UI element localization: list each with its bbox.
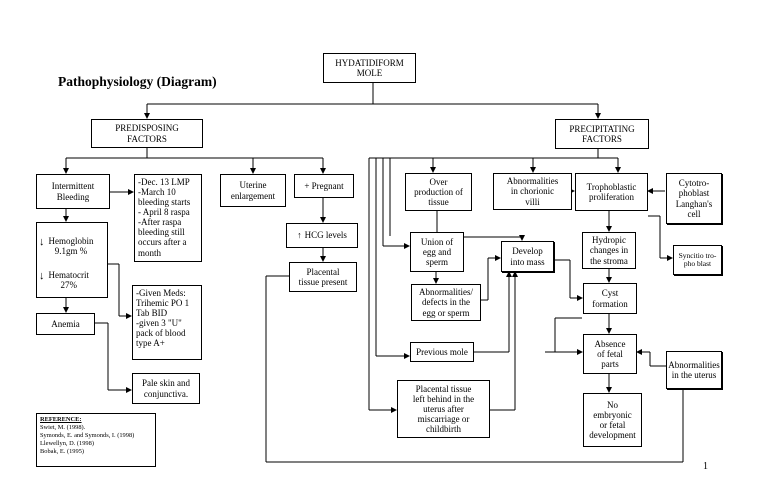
node-pale-skin: Pale skin and conjunctiva. (132, 373, 200, 404)
hemoglobin-label: Hemoglobin 9.1gm % (48, 236, 94, 257)
node-given-meds: -Given Meds: Trihemic PO 1 Tab BID -give… (132, 285, 202, 360)
hcg-levels-label: HCG levels (304, 230, 347, 241)
page-number: 1 (703, 461, 708, 472)
node-placental-tissue-left-behind: Placental tissue left behind in the uter… (397, 380, 490, 438)
page-title: Pathophysiology (Diagram) (58, 74, 217, 89)
hematocrit-label: Hematocrit 27% (48, 270, 89, 291)
reference-item: Symonds, E. and Symonds, I. (1998) (40, 432, 135, 439)
node-intermittent-bleeding: Intermittent Bleeding (36, 174, 110, 209)
node-abnormalities-egg-sperm: Abnormalities/ defects in the egg or spe… (411, 284, 481, 321)
down-arrow-icon: ↓ (39, 270, 45, 283)
node-develop-into-mass: Develop into mass (501, 241, 554, 272)
reference-item: Swiet, M. (1998). (40, 424, 86, 431)
node-abnormalities-chorionic-villi: Abnormalities in chorionic villi (493, 173, 572, 210)
node-hydropic-changes: Hydropic changes in the stroma (582, 232, 636, 269)
node-no-embryonic-development: No embryonic or fetal development (583, 393, 642, 447)
references-heading: REFERENCE: (40, 416, 82, 423)
node-hcg-levels: ↑ HCG levels (286, 223, 358, 248)
node-hydatidiform-mole: HYDATIDIFORM MOLE (323, 53, 416, 83)
node-precipitating-factors: PRECIPITATING FACTORS (555, 119, 649, 149)
reference-item: Llewellyn, D. (1998) (40, 440, 94, 447)
node-cyst-formation: Cyst formation (583, 283, 637, 314)
node-abnormalities-uterus: Abnormalities in the uterus (666, 351, 722, 389)
node-previous-mole: Previous mole (410, 342, 474, 362)
node-placental-tissue-present: Placental tissue present (289, 262, 357, 292)
node-lmp-history: -Dec. 13 LMP -March 10 bleeding starts -… (134, 174, 202, 262)
node-hemoglobin-hematocrit: ↓ Hemoglobin 9.1gm % ↓ Hematocrit 27% (36, 222, 108, 298)
node-trophoblastic-proliferation: Trophoblastic proliferation (575, 173, 648, 211)
node-syncytiotrophoblast: Syncitio tro- pho blast (673, 245, 722, 275)
node-pregnant: + Pregnant (294, 174, 354, 198)
node-overproduction: Over production of tissue (405, 173, 472, 211)
node-uterine-enlargement: Uterine enlargement (220, 174, 286, 207)
node-anemia: Anemia (36, 313, 95, 335)
node-predisposing-factors: PREDISPOSING FACTORS (91, 119, 203, 148)
reference-item: Bobak, E. (1995) (40, 448, 85, 455)
node-absence-fetal-parts: Absence of fetal parts (583, 334, 637, 374)
references-box: REFERENCE: Swiet, M. (1998). Symonds, E.… (36, 413, 156, 467)
down-arrow-icon: ↓ (39, 236, 45, 249)
node-cytotrophoblast: Cytotro- phoblast Langhan's cell (666, 173, 722, 224)
node-union-egg-sperm: Union of egg and sperm (410, 232, 464, 272)
up-arrow-icon: ↑ (297, 230, 302, 241)
